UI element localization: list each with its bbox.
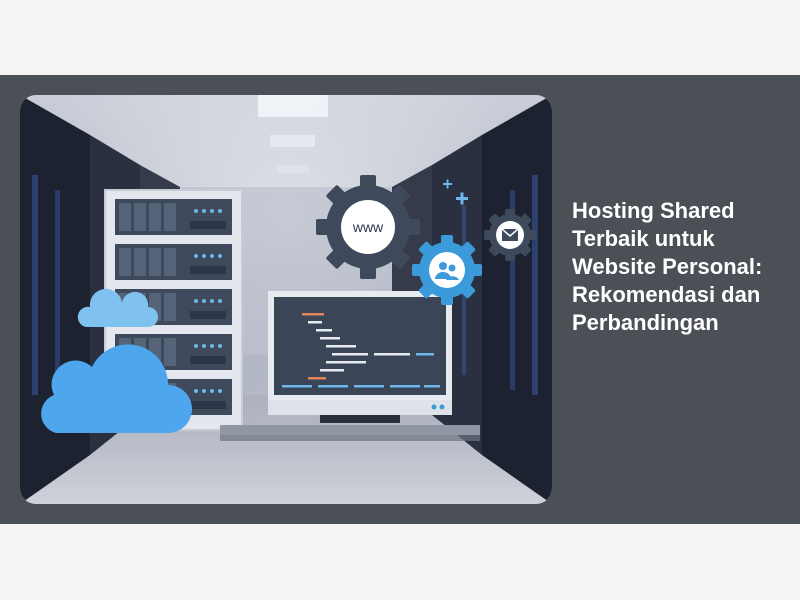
- featured-image[interactable]: www: [20, 95, 552, 504]
- users-gear-icon: [412, 235, 482, 305]
- post-title[interactable]: Hosting Shared Terbaik untuk Website Per…: [572, 198, 763, 335]
- www-gear-icon: www: [316, 175, 420, 279]
- cloud-icon: [77, 288, 158, 327]
- www-label: www: [352, 219, 384, 235]
- cloud-large-icon: [41, 344, 192, 433]
- plus-icon: [443, 179, 468, 205]
- code-lines: [282, 313, 440, 388]
- monitor-icon: [268, 291, 452, 423]
- desk: [220, 425, 480, 441]
- mail-gear-icon: [484, 209, 536, 261]
